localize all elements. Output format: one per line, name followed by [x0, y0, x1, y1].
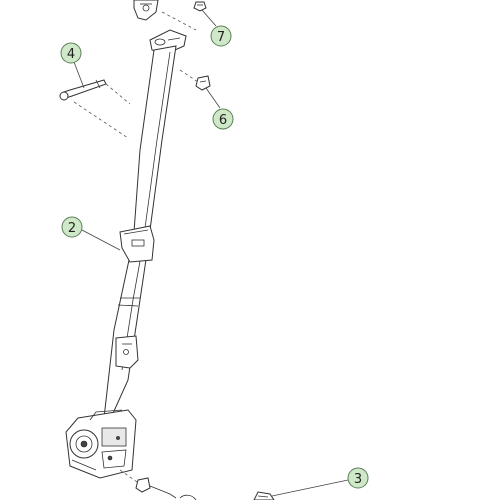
- alignment-dash-6: [179, 69, 199, 83]
- callout-4: 4: [60, 42, 82, 64]
- leader-6: [205, 87, 221, 109]
- callout-3: 3: [347, 467, 369, 489]
- leader-3: [271, 479, 349, 497]
- leader-2: [81, 229, 121, 251]
- lower-anchor-bolt: [119, 469, 197, 500]
- pin-4: [59, 79, 107, 101]
- callout-7-label: 7: [217, 30, 225, 45]
- latch-tongue: [119, 225, 155, 263]
- upper-anchor-bracket: [133, 0, 159, 21]
- belt-stopper: [115, 335, 139, 369]
- callout-7: 7: [210, 25, 232, 47]
- callout-2-label: 2: [68, 221, 76, 236]
- bolt-6: [195, 75, 211, 91]
- callout-6: 6: [212, 108, 234, 130]
- leader-7: [201, 9, 217, 27]
- callout-4-label: 4: [67, 47, 75, 62]
- lower-anchor-plate: [253, 491, 275, 500]
- callout-3-label: 3: [354, 472, 362, 487]
- retractor-assembly: [65, 409, 137, 479]
- leader-4: [73, 61, 85, 89]
- alignment-dash-4a: [105, 83, 131, 105]
- callout-6-label: 6: [219, 113, 227, 128]
- bolt-7: [193, 1, 207, 12]
- alignment-dash-4b: [73, 101, 129, 139]
- belt-webbing: [103, 45, 177, 421]
- alignment-dash-top: [161, 11, 197, 31]
- d-ring-guide: [149, 29, 187, 55]
- callout-2: 2: [61, 216, 83, 238]
